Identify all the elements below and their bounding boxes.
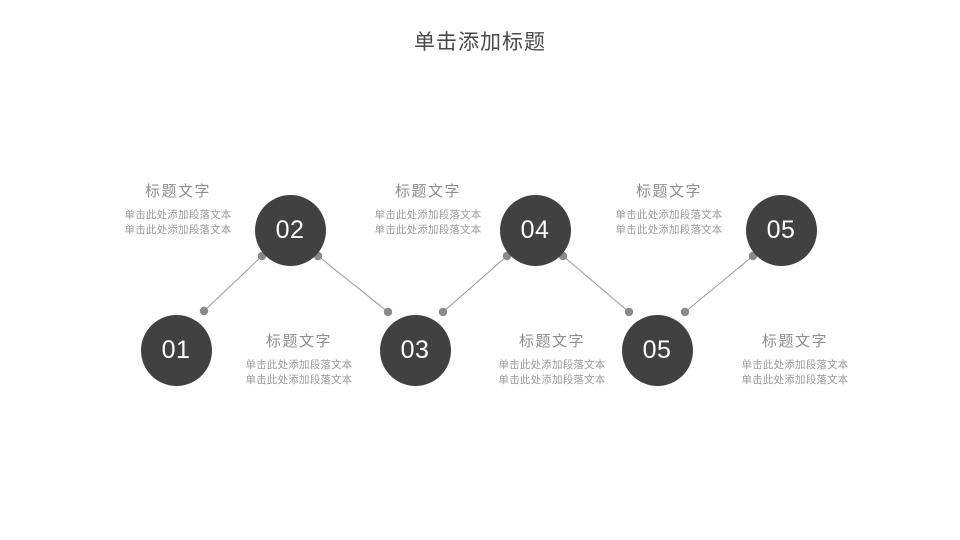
text-block-body: 单击此处添加段落文本单击此处添加段落文本 xyxy=(700,358,890,388)
text-block-body-line: 单击此处添加段落文本 xyxy=(124,224,232,237)
text-block-body-line: 单击此处添加段落文本 xyxy=(741,359,849,371)
connector-line xyxy=(442,255,508,313)
step-number-label: 03 xyxy=(400,335,430,364)
connector-endpoint-dot xyxy=(438,307,448,317)
text-block-body-line: 单击此处添加段落文本 xyxy=(374,209,482,221)
step-circle-03-bottom[interactable]: 03 xyxy=(379,314,451,386)
text-block-body-line: 单击此处添加段落文本 xyxy=(245,359,353,371)
connector-4 xyxy=(558,251,634,317)
page-title: 单击添加标题 xyxy=(414,31,546,54)
step-number-label: 05 xyxy=(642,335,672,364)
text-block-body-line: 单击此处添加段落文本 xyxy=(245,374,353,387)
connector-1 xyxy=(199,251,267,316)
text-block-heading: 标题文字 xyxy=(518,333,585,350)
block-top-left[interactable]: 标题文字单击此处添加段落文本单击此处添加段落文本 xyxy=(83,183,273,238)
text-block-body-line: 单击此处添加段落文本 xyxy=(615,224,723,237)
text-block-body: 单击此处添加段落文本单击此处添加段落文本 xyxy=(83,208,273,238)
step-number-label: 01 xyxy=(161,335,191,364)
text-block-body-line: 单击此处添加段落文本 xyxy=(615,209,723,221)
step-circle-04-top[interactable]: 04 xyxy=(499,194,571,266)
connector-endpoint-dot xyxy=(624,307,634,317)
text-block-heading: 标题文字 xyxy=(394,183,461,200)
text-block-body: 单击此处添加段落文本单击此处添加段落文本 xyxy=(457,358,647,388)
text-block-body-line: 单击此处添加段落文本 xyxy=(374,224,482,237)
connector-endpoint-dot xyxy=(383,307,393,317)
text-block-body-line: 单击此处添加段落文本 xyxy=(741,374,849,387)
connector-endpoint-dot xyxy=(680,307,690,317)
block-top-mid[interactable]: 标题文字单击此处添加段落文本单击此处添加段落文本 xyxy=(333,183,523,238)
text-block-heading: 标题文字 xyxy=(761,333,828,350)
connector-5 xyxy=(680,251,758,317)
block-bottom-mid[interactable]: 标题文字单击此处添加段落文本单击此处添加段落文本 xyxy=(457,333,647,388)
step-number-label: 05 xyxy=(766,215,796,244)
step-circle-02-top[interactable]: 02 xyxy=(254,194,326,266)
text-block-heading: 标题文字 xyxy=(144,183,211,200)
connector-3 xyxy=(438,251,512,317)
text-block-heading: 标题文字 xyxy=(635,183,702,200)
step-circle-05-top[interactable]: 05 xyxy=(745,194,817,266)
connector-2 xyxy=(313,251,393,317)
text-block-body: 单击此处添加段落文本单击此处添加段落文本 xyxy=(574,208,764,238)
step-number-label: 02 xyxy=(275,215,305,244)
connector-line xyxy=(562,255,630,313)
connector-line xyxy=(317,255,389,313)
text-block-body-line: 单击此处添加段落文本 xyxy=(498,359,606,371)
connector-endpoint-dot xyxy=(199,306,209,316)
block-bottom-left[interactable]: 标题文字单击此处添加段落文本单击此处添加段落文本 xyxy=(204,333,394,388)
step-circle-01-bottom[interactable]: 01 xyxy=(140,314,212,386)
text-block-heading: 标题文字 xyxy=(265,333,332,350)
text-block-body: 单击此处添加段落文本单击此处添加段落文本 xyxy=(333,208,523,238)
block-bottom-right[interactable]: 标题文字单击此处添加段落文本单击此处添加段落文本 xyxy=(700,333,890,388)
step-circle-05-bottom[interactable]: 05 xyxy=(621,314,693,386)
step-number-label: 04 xyxy=(520,215,550,244)
text-block-body-line: 单击此处添加段落文本 xyxy=(124,209,232,221)
connector-line xyxy=(203,255,263,312)
block-top-right[interactable]: 标题文字单击此处添加段落文本单击此处添加段落文本 xyxy=(574,183,764,238)
text-block-body: 单击此处添加段落文本单击此处添加段落文本 xyxy=(204,358,394,388)
text-block-body-line: 单击此处添加段落文本 xyxy=(498,374,606,387)
connector-line xyxy=(684,255,754,313)
